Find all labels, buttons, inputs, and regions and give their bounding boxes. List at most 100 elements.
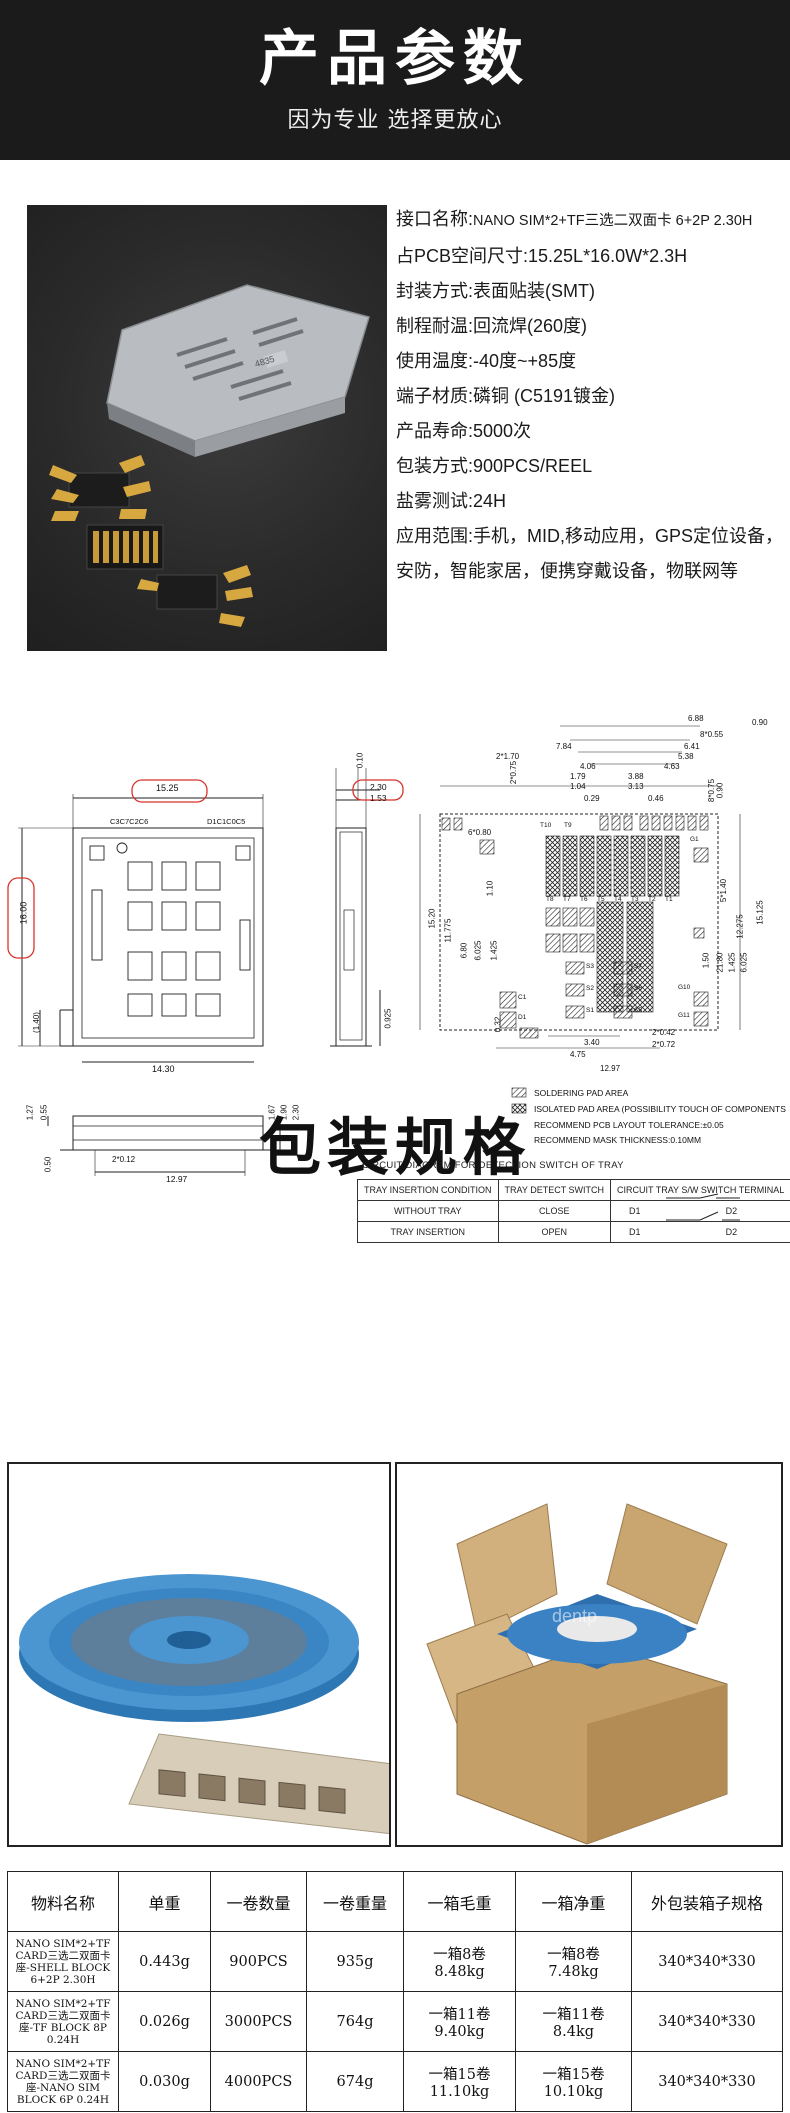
pcb-dim-8x0.55: 8*0.55 [700,730,724,739]
pcb-dim-4.06: 4.06 [580,762,596,771]
tray-switch-state: OPEN [497,1221,612,1243]
pcb-dim-2x1.70: 2*1.70 [496,752,520,761]
col-box-size: 外包装箱子规格 [631,1871,783,1932]
cell-material-name: NANO SIM*2+TF CARD三选二双面卡座-NANO SIM BLOCK… [7,2051,119,2112]
pad-label-s3: S3 [586,963,594,970]
pad-label-g11: G11 [678,1012,690,1019]
tray-terminal-d1: D1 [629,1227,641,1237]
cell-box-size: 340*340*330 [631,2051,783,2112]
pcb-dim-1.425-left: 1.425 [489,940,499,961]
tray-switch-table: TRAY INSERTION CONDITION TRAY DETECT SWI… [357,1179,790,1243]
pcb-dim-1.79: 1.79 [570,772,586,781]
pad-label-d1: D1 [518,1014,527,1021]
pcb-dim-6.41: 6.41 [684,742,700,751]
cell-box-size: 340*340*330 [631,1931,783,1992]
pcb-dim-3.40: 3.40 [584,1038,600,1047]
spec-terminal-material: 端子材质:磷铜 (C5191镀金) [396,386,616,406]
spec-packing: 包装方式:900PCS/REEL [396,456,593,476]
cell-unit-weight: 0.030g [118,2051,211,2112]
tray-caption: CIRCUIT DIAGRAM FOR DETECTION SWITCH OF … [362,1160,624,1171]
cell-reel-weight: 674g [306,2051,404,2112]
pad-label-t8: T8 [546,896,554,903]
carton-photo: dentp [395,1462,783,1847]
tray-condition: WITHOUT TRAY [357,1200,499,1222]
pad-label-s7: S7 [634,963,642,970]
pcb-dim-0.90-right: 0.90 [715,782,725,799]
cell-reel-qty: 3000PCS [210,1991,307,2052]
pcb-dim-6x0.80: 6*0.80 [468,828,492,837]
spec-package-method: 封装方式:表面贴装(SMT) [396,281,595,301]
pcb-dim-3.13: 3.13 [628,782,644,791]
tray-condition: TRAY INSERTION [357,1221,499,1243]
spec-lifetime: 产品寿命:5000次 [396,421,532,441]
pcb-dim-5x1.40: 5*1.40 [719,878,729,903]
pad-label-s2: S2 [586,985,594,992]
pin-labels-left: C3C7C2C6 [110,817,149,826]
page-header: 产品参数 因为专业 选择更放心 [0,0,790,160]
pad-label-t5: T5 [597,896,605,903]
dim-bottom-offset: 2*0.12 [112,1155,136,1164]
table-row: NANO SIM*2+TF CARD三选二双面卡座-TF BLOCK 8P 0.… [7,1991,783,2052]
col-unit-weight: 单重 [118,1871,211,1932]
pad-label-s6: S6 [634,985,642,992]
pad-label-t4: T4 [614,896,622,903]
pcb-dim-12.275: 12.275 [735,914,745,939]
tray-switch-state: CLOSE [497,1200,612,1222]
pad-label-c1: C1 [518,994,527,1001]
page-title: 产品参数 [259,24,531,94]
page-subtitle: 因为专业 选择更放心 [287,108,503,133]
pad-label-t10: T10 [540,822,552,829]
dim-side-1.40: (1.40) [31,1012,41,1033]
dim-height-16.00: 16.00 [18,901,29,925]
reel-illustration [19,1574,389,1835]
tray-terminal-d2: D2 [725,1227,738,1237]
pcb-dim-4.75: 4.75 [570,1050,586,1059]
col-gross-weight: 一箱毛重 [403,1871,516,1932]
pcb-dim-1.425-right: 1.425 [727,952,737,973]
pcb-dim-2x0.42: 2*0.42 [652,1028,676,1037]
pad-label-t3: T3 [631,896,639,903]
pcb-dim-0.32: 0.32 [493,1016,503,1033]
spec-application: 应用范围:手机，MID,移动应用，GPS定位设备，安防，智能家居，便携穿戴设备，… [396,526,784,581]
col-reel-qty: 一卷数量 [210,1871,307,1932]
pcb-dim-15.125: 15.125 [755,900,765,925]
pcb-dim-6.025-left: 6.025 [473,940,483,961]
col-net-weight: 一箱净重 [515,1871,632,1932]
spec-salt-spray: 盐雾测试:24H [396,491,507,511]
col-material-name: 物料名称 [7,1871,119,1932]
cell-reel-qty: 900PCS [210,1931,307,1992]
reel-photo [7,1462,391,1847]
pcb-dim-3.88: 3.88 [628,772,644,781]
legend-mask-thickness: RECOMMEND MASK THICKNESS:0.10MM [534,1135,702,1145]
pin-labels-right: D1C1C0C5 [207,817,246,826]
pad-label-t1: T1 [665,896,673,903]
pcb-dim-6.025-right: 6.025 [739,952,749,973]
pcb-dim-4.63: 4.63 [664,762,680,771]
legend-soldering-pad: SOLDERING PAD AREA [534,1088,629,1098]
pcb-dim-12.97: 12.97 [600,1064,621,1073]
tray-terminal: D1 D2 [610,1200,790,1222]
legend-isolated-pad: ISOLATED PAD AREA (POSSIBILITY TOUCH OF … [534,1104,788,1114]
tray-terminal-d2: D2 [725,1206,738,1216]
pcb-dim-21.80: 21.80 [715,952,725,973]
pcb-dim-1.04: 1.04 [570,782,586,791]
cell-material-name: NANO SIM*2+TF CARD三选二双面卡座-TF BLOCK 8P 0.… [7,1991,119,2052]
pcb-dim-6.88: 6.88 [688,714,704,723]
dim-bottom-12.97: 12.97 [166,1174,188,1184]
dim-width-15.25: 15.25 [156,783,179,793]
cell-material-name: NANO SIM*2+TF CARD三选二双面卡座-SHELL BLOCK 6+… [7,1931,119,1992]
carton-illustration: dentp [426,1503,728,1845]
spec-operating-temp: 使用温度:-40度~+85度 [396,351,577,371]
packaging-title: 包装规格 [258,1111,531,1184]
pcb-dim-2x0.75: 2*0.75 [509,760,519,785]
pad-label-s1: S1 [586,1007,594,1014]
technical-drawing: 15.25 16.00 (1.40) 14.30 C3C7C2C6 D1C1C0… [0,690,790,1250]
cell-unit-weight: 0.026g [118,1991,211,2052]
pad-label-t2: T2 [648,896,656,903]
pcb-dim-11.775: 11.775 [443,918,453,943]
